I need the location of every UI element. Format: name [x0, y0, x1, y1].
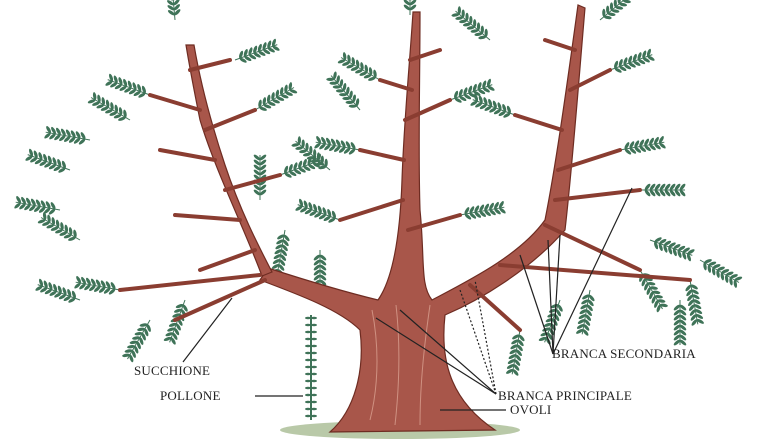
leaf-sprig [699, 259, 743, 288]
leaf-sprig [451, 6, 491, 41]
leaf-sprig [254, 82, 298, 111]
leaf-sprig [506, 329, 525, 376]
label-branca-secondaria: BRANCA SECONDARIA [552, 346, 696, 361]
leaf-sprig [166, 0, 181, 21]
leaf-sprig [685, 279, 704, 326]
leaf-sprig [122, 319, 151, 363]
label-succhione: SUCCHIONE [134, 363, 211, 378]
leaf-sprig [649, 237, 695, 262]
leaf-sprig [449, 78, 495, 103]
leaf-sprig [74, 276, 121, 295]
foliage [14, 0, 743, 376]
leaf-sprig [234, 38, 280, 63]
label-branca-principale: BRANCA PRINCIPALE [498, 388, 633, 403]
leaf-sprig [403, 0, 417, 15]
leaf-sprig [314, 136, 361, 155]
leaf-sprig [253, 154, 267, 200]
leaf-sprig [37, 212, 81, 241]
leaf-sprig [14, 196, 61, 215]
leaf-sprig [326, 71, 361, 111]
leaf-sprig [35, 278, 81, 303]
leaf-sprig [599, 0, 631, 21]
leaf-sprig [459, 201, 506, 220]
branches [118, 4, 692, 439]
leaf-sprig [673, 300, 687, 346]
leaf-sprig [295, 198, 341, 223]
leaf-sprig [87, 92, 131, 121]
leaf-sprig [163, 299, 188, 345]
label-ovoli: OVOLI [510, 402, 552, 417]
leaf-sprig [576, 289, 595, 336]
pollone-leaves [305, 316, 317, 418]
leaf-sprig [337, 52, 381, 81]
leader-lines [182, 187, 633, 411]
leaf-sprig [619, 136, 666, 155]
leaf-sprig [44, 126, 91, 145]
leaf-sprig [470, 93, 516, 118]
leaf-sprig [291, 136, 331, 171]
leaf-sprig [609, 48, 655, 73]
leaf-sprig [25, 148, 71, 173]
leaf-sprig [640, 183, 686, 197]
label-pollone: POLLONE [160, 388, 221, 403]
leaf-sprig [105, 73, 151, 98]
